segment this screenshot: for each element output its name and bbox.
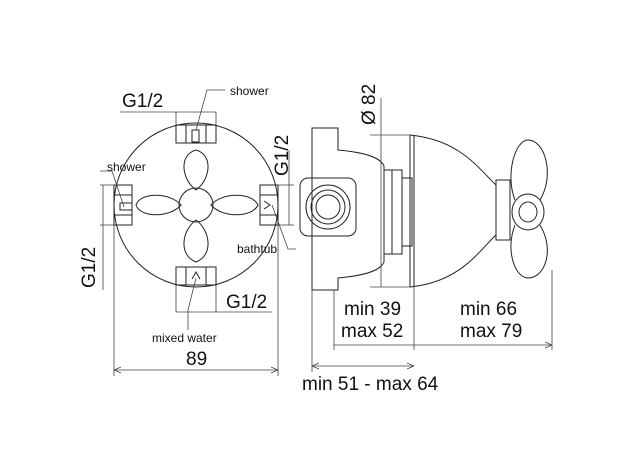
left-thread-label: G1/2 <box>79 247 100 288</box>
handle-max-label: max 79 <box>460 321 522 342</box>
top-outlet-label: shower <box>230 84 269 98</box>
cross-handle <box>135 149 259 263</box>
valve-body <box>311 127 385 291</box>
side-handle <box>510 139 548 279</box>
right-outlet-port <box>259 184 279 226</box>
front-view: G1/2 shower shower G1/2 bathtub G1/2 G1/… <box>79 84 296 376</box>
left-outlet-label: shower <box>107 160 146 174</box>
width-label: 89 <box>186 349 207 370</box>
bottom-thread-label: G1/2 <box>226 292 267 313</box>
bottom-outlet-label: mixed water <box>152 331 217 345</box>
diameter-label: Ø 82 <box>359 84 380 125</box>
bottom-outlet-port <box>175 266 217 286</box>
total-label: min 51 - max 64 <box>302 374 439 395</box>
left-outlet-port <box>113 184 133 226</box>
body-min-label: min 39 <box>344 299 401 320</box>
top-outlet-port <box>175 124 217 144</box>
right-thread-label: G1/2 <box>272 135 293 176</box>
top-thread-label: G1/2 <box>122 91 163 112</box>
right-outlet-label: bathtub <box>237 242 277 256</box>
side-view: Ø 82 min 39 max 52 min 66 max 79 min 51 … <box>299 84 553 395</box>
escutcheon <box>409 134 497 288</box>
inlet-ring-outer <box>305 184 351 230</box>
body-max-label: max 52 <box>341 321 403 342</box>
handle-min-label: min 66 <box>460 299 517 320</box>
